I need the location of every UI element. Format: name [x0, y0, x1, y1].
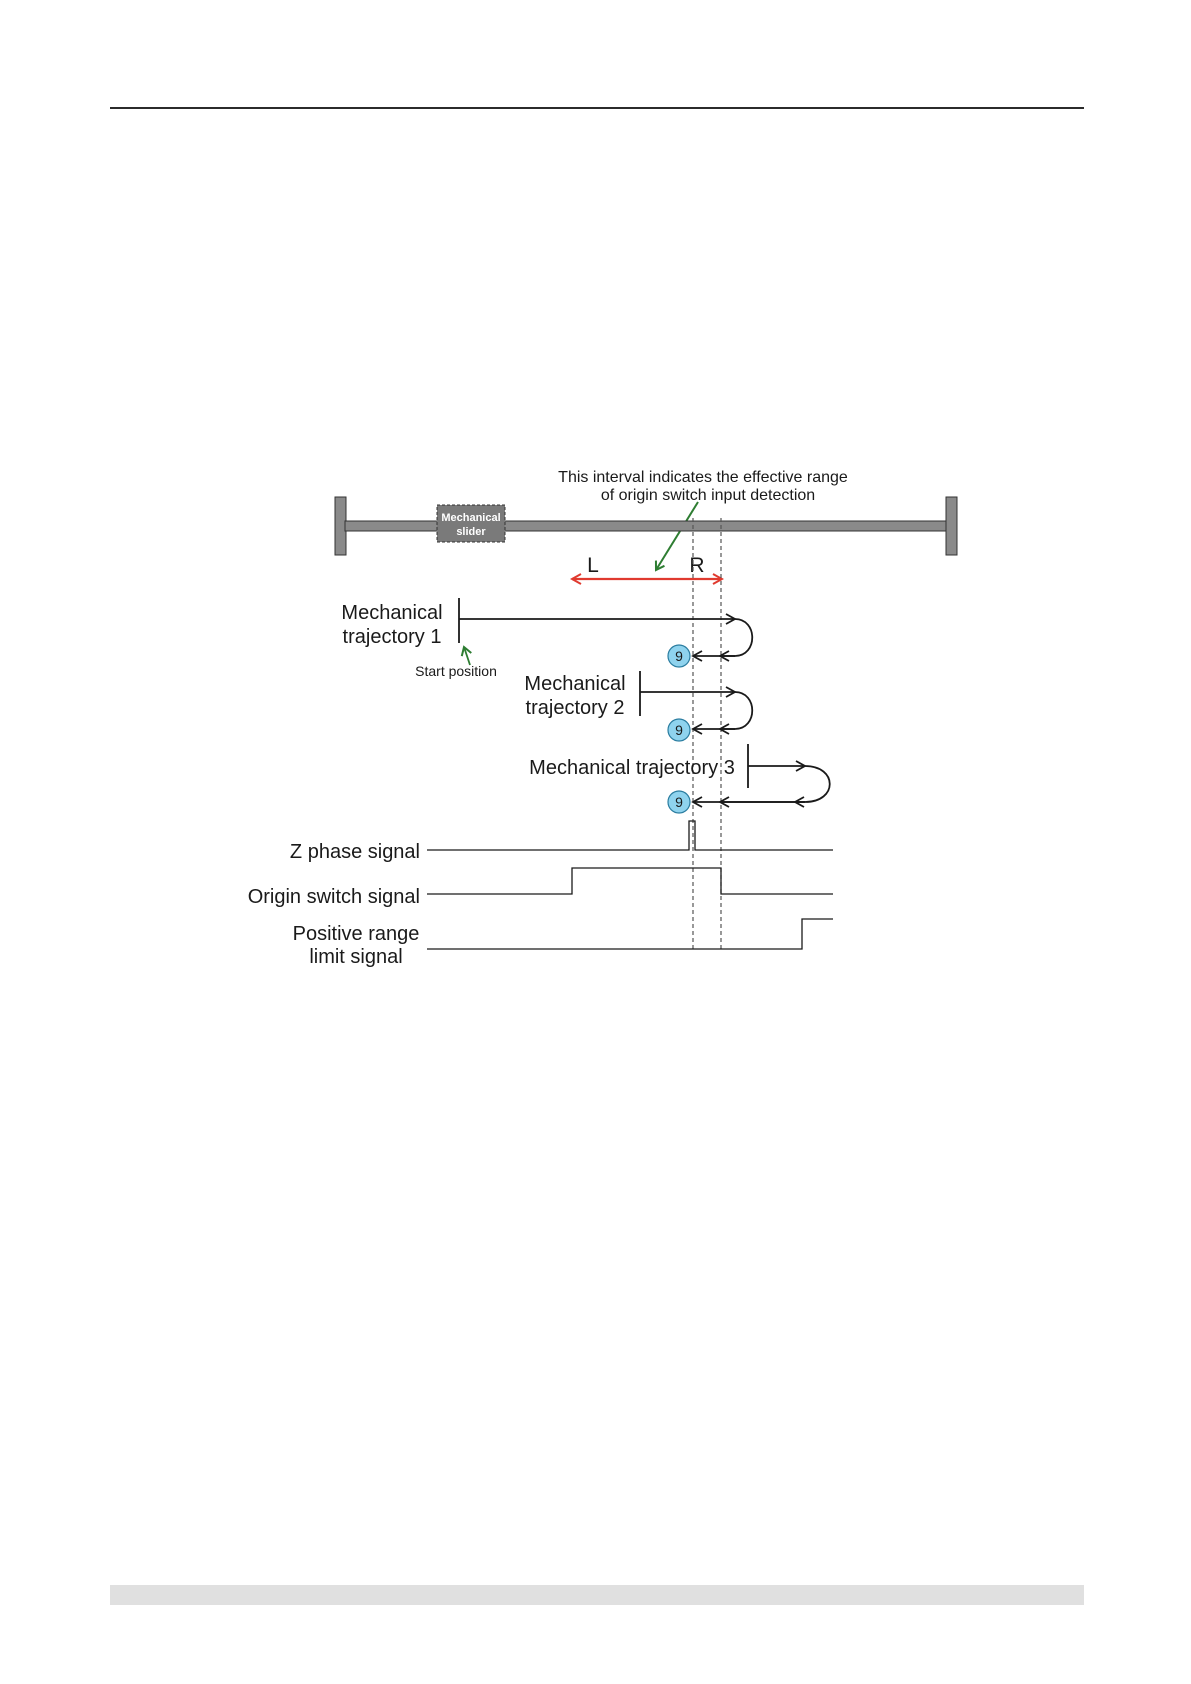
start-position-label: Start position: [415, 663, 497, 679]
trajectory-1-badge-number: 9: [675, 648, 683, 664]
rail-bar: [345, 521, 946, 531]
trajectory-2-label-line-2: trajectory 2: [526, 697, 625, 719]
trajectory-3-label: Mechanical trajectory 3: [529, 757, 735, 779]
trajectory-1-turnaround: [735, 619, 752, 656]
z-phase-signal-label: Z phase signal: [290, 841, 420, 863]
positive-limit-signal-label-line-1: Positive range: [293, 923, 420, 945]
annotation-line-1: This interval indicates the effective ra…: [558, 469, 848, 486]
positive-limit-signal-label-line-2: limit signal: [309, 946, 402, 968]
rail-right-stop: [946, 497, 957, 555]
trajectory-1-label-line-2: trajectory 1: [343, 626, 442, 648]
rail-left-stop: [335, 497, 346, 555]
trajectory-2-turnaround: [735, 692, 752, 729]
z-phase-signal-waveform: [427, 821, 833, 850]
slider-label-line-2: slider: [456, 526, 486, 538]
origin-switch-signal-label: Origin switch signal: [248, 886, 420, 908]
range-left-label: L: [587, 554, 599, 577]
annotation-line-2: of origin switch input detection: [601, 487, 815, 504]
range-right-label: R: [689, 554, 704, 577]
trajectory-2-label-line-1: Mechanical: [524, 673, 625, 695]
origin-switch-signal-waveform: [427, 868, 833, 894]
trajectory-3-badge-number: 9: [675, 794, 683, 810]
slider-label-line-1: Mechanical: [441, 512, 500, 524]
positive-limit-signal-waveform: [427, 919, 833, 949]
trajectory-1-label-line-1: Mechanical: [341, 602, 442, 624]
trajectory-2-badge-number: 9: [675, 722, 683, 738]
trajectory-3-turnaround: [805, 766, 830, 802]
